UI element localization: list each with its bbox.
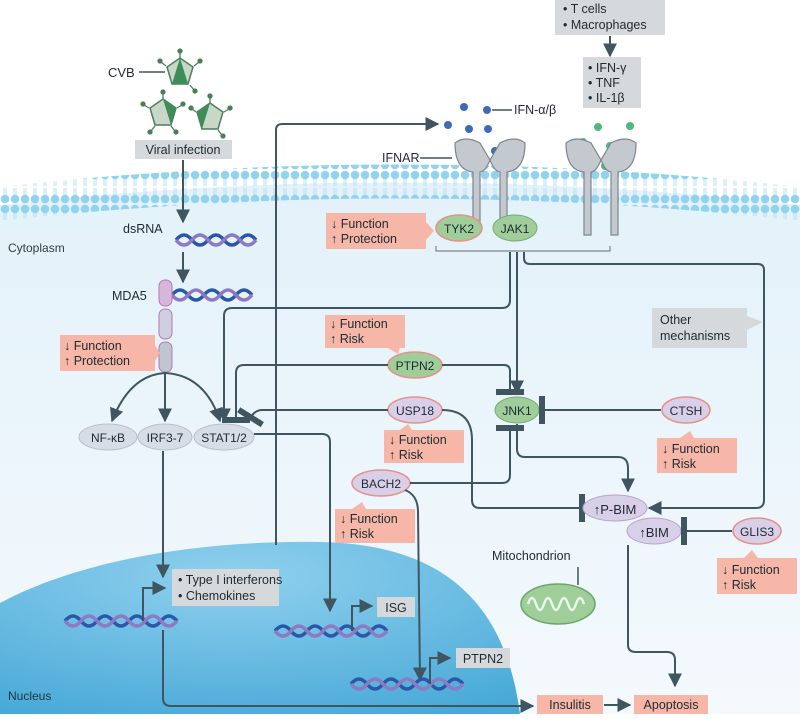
usp18-effect-line2: ↑ Risk: [389, 448, 424, 462]
nfkb-label: NF-κB: [91, 431, 125, 445]
mda5-helix-icon: [170, 288, 254, 302]
ctsh-effect-line1: ↓ Function: [662, 442, 720, 456]
tyk2-label: TYK2: [444, 222, 474, 236]
mda5-label: MDA5: [112, 289, 147, 303]
other-mechanisms-line2: mechanisms: [660, 329, 730, 343]
glis3-effect-box: [717, 558, 797, 594]
jak1-label: JAK1: [501, 222, 530, 236]
dna-helix-2-icon: [273, 624, 389, 638]
cytokine-receptor-icon: [565, 138, 637, 236]
tyk2-node: [435, 214, 483, 242]
nucleus-label: Nucleus: [8, 689, 51, 703]
glis3-node: [732, 517, 782, 545]
apoptosis-label: Apoptosis: [644, 698, 699, 712]
ctsh-node: [661, 396, 711, 424]
viral-infection-box: [135, 140, 232, 159]
mda5-effect-box: [60, 335, 155, 371]
viral-infection-label: Viral infection: [146, 143, 221, 157]
ifnar-receptor-icon: [454, 138, 526, 231]
tyk2-effect-line2: ↑ Protection: [331, 232, 397, 246]
dsrna-helix-icon: [174, 233, 258, 247]
tyk2-effect-box: [326, 213, 426, 249]
jnk1-label: JNK1: [502, 404, 532, 418]
glis3-effect-line2: ↑ Risk: [722, 578, 757, 592]
ptpn2-effect-line1: ↓ Function: [330, 317, 388, 331]
jak1-node: [492, 214, 538, 242]
glis3-effect-line1: ↓ Function: [722, 563, 780, 577]
mda5-effect-line2: ↑ Protection: [64, 354, 130, 368]
ifnar-label: IFNAR: [382, 151, 420, 165]
pbim-label: ↑P-BIM: [594, 502, 637, 517]
mitochondrion-icon: [520, 583, 596, 625]
ptpn2-gene-box: [456, 648, 510, 668]
immune-source-line2: • Macrophages: [563, 18, 647, 32]
nuclear-product-ifn: • Type I interferons: [178, 573, 282, 587]
other-mechanisms-line1: Other: [660, 313, 691, 327]
bach2-effect-line2: ↑ Risk: [340, 527, 375, 541]
ctsh-effect-box: [657, 438, 737, 473]
mda5-effect-line1: ↓ Function: [64, 339, 122, 353]
ptpn2-effect-line2: ↑ Risk: [330, 332, 365, 346]
ptpn2-effect-box: [325, 315, 405, 348]
bim-label: ↑BIM: [639, 525, 669, 540]
immune-source-line1: • T cells: [563, 2, 607, 16]
ifn-ligand-label: IFN-α/β: [514, 103, 556, 117]
ctsh-effect-line2: ↑ Risk: [662, 457, 697, 471]
cvb-virus-icon: [140, 48, 233, 139]
dna-helix-1-icon: [63, 614, 179, 628]
usp18-effect-box: [384, 430, 464, 463]
mda5-protein-icon: [158, 279, 173, 373]
stat-label: STAT1/2: [201, 431, 247, 445]
other-mechanisms-box: [652, 308, 747, 348]
cell-membrane: [0, 164, 800, 221]
dsrna-label: dsRNA: [123, 222, 163, 236]
bach2-effect-line1: ↓ Function: [340, 512, 398, 526]
dna-helix-3-icon: [349, 677, 465, 691]
mitochondrion-label: Mitochondrion: [492, 549, 571, 563]
nuclear-product-chemokines: • Chemokines: [178, 589, 255, 603]
stat-node: [193, 423, 255, 451]
insulitis-label: Insulitis: [549, 698, 591, 712]
pbim-node: [582, 494, 648, 522]
nfkb-node: [78, 423, 138, 451]
ptpn2-gene-label: PTPN2: [463, 652, 503, 666]
nucleus-area: [0, 541, 520, 714]
cytokine-ifng: • IFN-γ: [588, 61, 627, 75]
isg-label: ISG: [385, 601, 407, 615]
bach2-effect-box: [335, 509, 415, 543]
cytokine-box: [583, 57, 641, 108]
irf-node: [137, 423, 193, 451]
apoptosis-box: [634, 695, 708, 714]
tyk2-effect-line1: ↓ Function: [331, 217, 389, 231]
immune-source-box: [555, 0, 665, 35]
cytoplasm-label: Cytoplasm: [8, 241, 65, 255]
bach2-label: BACH2: [361, 477, 401, 491]
usp18-label: USP18: [396, 404, 434, 418]
nuclear-products-box: [172, 569, 279, 606]
insulitis-box: [537, 695, 603, 714]
ctsh-label: CTSH: [670, 404, 703, 418]
glis3-label: GLIS3: [740, 525, 774, 539]
usp18-effect-line1: ↓ Function: [389, 433, 447, 447]
cvb-label: CVB: [108, 65, 135, 80]
cytokine-il1b: • IL-1β: [588, 91, 625, 105]
isg-box: [377, 597, 415, 617]
irf-label: IRF3-7: [147, 431, 184, 445]
cytokine-tnf: • TNF: [588, 76, 620, 90]
ptpn2-label: PTPN2: [396, 359, 435, 373]
